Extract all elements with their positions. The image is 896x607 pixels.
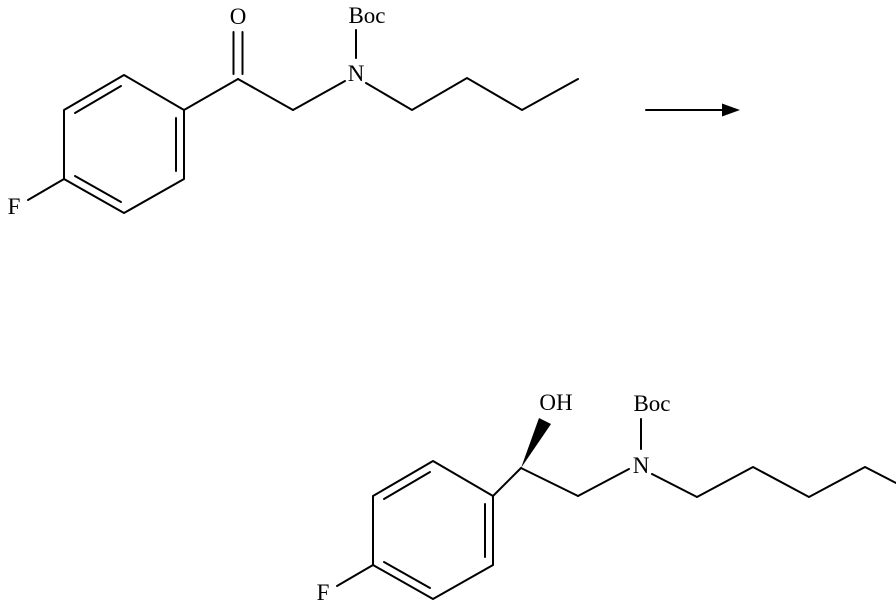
c-f-bond [336, 564, 374, 587]
reaction-arrow [645, 103, 740, 117]
benzene-ring [372, 460, 494, 600]
aromatic-double-bond [383, 561, 431, 589]
ring-to-stereocenter-bond [492, 467, 522, 497]
boc-label: Boc [348, 3, 385, 28]
ch2-to-n-bond [292, 80, 346, 111]
reactant-structure: F O N Boc [8, 3, 579, 219]
stereo-wedge-bond [521, 418, 551, 468]
ring-to-carbonyl-bond [183, 78, 239, 111]
arrow-head [722, 103, 740, 117]
hydroxyl-label: OH [539, 390, 572, 415]
aromatic-double-bond [74, 175, 122, 203]
benzene-ring-outline [372, 460, 494, 600]
boc-label: Boc [633, 391, 670, 416]
benzene-ring-outline [63, 74, 185, 214]
stereocenter-to-ch2-bond [520, 467, 579, 497]
c-f-bond [27, 178, 65, 201]
fluorine-label: F [317, 580, 330, 605]
ch2-to-n-bond [577, 468, 630, 497]
carbonyl-double-bond [232, 31, 244, 75]
benzene-ring [63, 74, 185, 214]
nitrogen-label: N [633, 453, 650, 478]
oxygen-label: O [230, 4, 247, 29]
butyl-chain [651, 465, 896, 499]
butyl-chain [365, 76, 579, 112]
nitrogen-label: N [348, 61, 365, 86]
aromatic-double-bond [383, 471, 431, 500]
carbonyl-to-ch2-bond [237, 78, 294, 111]
product-structure: F OH N Boc [317, 390, 896, 605]
fluorine-label: F [8, 194, 21, 219]
aromatic-double-bond [74, 85, 122, 114]
